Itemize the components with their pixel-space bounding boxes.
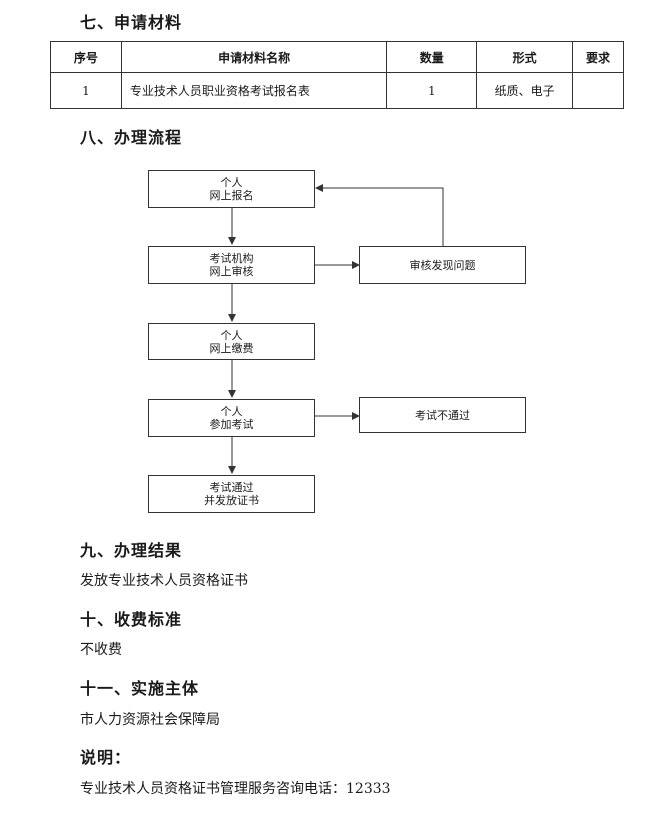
flow-box-review-issue-label: 审核发现问题 (409, 258, 476, 272)
section-11-text: 市人力资源社会保障局 (80, 712, 220, 728)
section-8-title: 八、办理流程 (80, 128, 183, 147)
flow-box-review-line1: 考试机构 (209, 252, 254, 265)
cell-quantity: 1 (386, 72, 478, 109)
section-11-title: 十一、实施主体 (80, 679, 200, 698)
flow-box-review-line2: 网上审核 (209, 265, 254, 278)
section-10-title: 十、收费标准 (80, 610, 183, 629)
arrow-side1-to-box1 (315, 184, 444, 246)
table-header-row: 序号 申请材料名称 数量 形式 要求 (50, 41, 624, 73)
flow-box-exam-line1: 个人 (220, 405, 243, 418)
cell-form: 纸质、电子 (476, 72, 574, 109)
section-9-text: 发放专业技术人员资格证书 (80, 573, 248, 589)
materials-table: 序号 申请材料名称 数量 形式 要求 1 专业技术人员职业资格考试报名表 1 纸… (50, 41, 624, 109)
header-material-name: 申请材料名称 (120, 41, 388, 73)
flow-box-exam-failed-label: 考试不通过 (415, 408, 470, 422)
note-text: 专业技术人员资格证书管理服务咨询电话：12333 (80, 781, 391, 797)
cell-material-name: 专业技术人员职业资格考试报名表 (120, 72, 388, 109)
flow-box-payment-line2: 网上缴费 (209, 341, 254, 355)
flow-box-review: 考试机构 网上审核 (148, 246, 315, 284)
cell-index: 1 (50, 72, 122, 109)
flow-box-apply-line1: 个人 (220, 176, 243, 189)
flow-box-payment: 个人 网上缴费 (148, 323, 315, 360)
flow-box-exam: 个人 参加考试 (148, 399, 315, 437)
flow-box-apply-line2: 网上报名 (209, 189, 254, 202)
header-quantity: 数量 (386, 41, 478, 73)
table-row: 1 专业技术人员职业资格考试报名表 1 纸质、电子 (50, 72, 624, 109)
header-index: 序号 (50, 41, 122, 73)
flow-box-certificate: 考试通过 并发放证书 (148, 475, 315, 513)
flow-box-payment-line1: 个人 (220, 328, 243, 342)
header-form: 形式 (476, 41, 574, 73)
header-requirement: 要求 (572, 41, 624, 73)
flow-box-apply: 个人 网上报名 (148, 170, 315, 208)
flow-box-exam-failed: 考试不通过 (359, 397, 526, 433)
flow-box-certificate-line2: 并发放证书 (204, 494, 259, 507)
section-10-text: 不收费 (80, 642, 122, 658)
section-7-title: 七、申请材料 (80, 13, 183, 32)
cell-requirement (572, 72, 624, 109)
flow-box-review-issue: 审核发现问题 (359, 246, 526, 284)
note-title: 说明： (80, 748, 132, 767)
flow-box-certificate-line1: 考试通过 (209, 481, 254, 494)
flow-box-exam-line2: 参加考试 (209, 418, 254, 431)
section-9-title: 九、办理结果 (80, 541, 183, 560)
